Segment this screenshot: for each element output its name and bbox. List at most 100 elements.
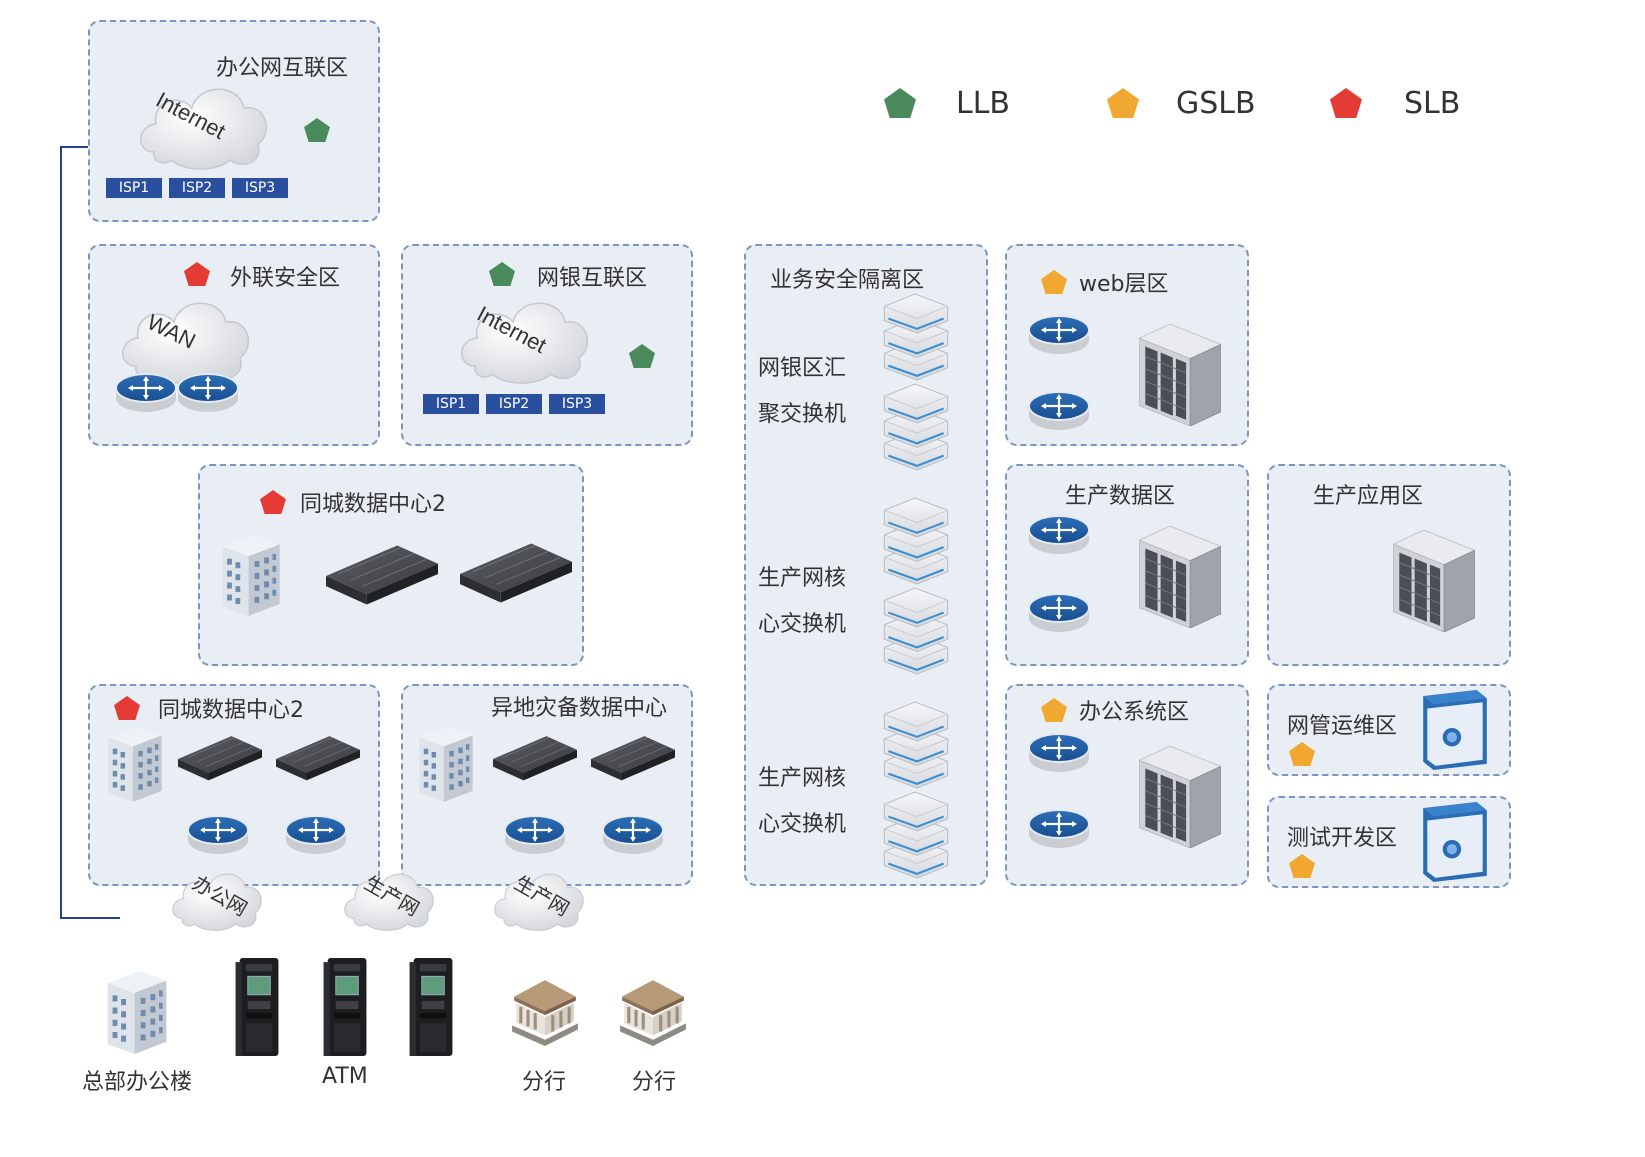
zone-title: 网管运维区 <box>1287 714 1398 739</box>
switch-group-label: 生产网核 <box>758 566 847 591</box>
switch-stack-icon <box>878 700 954 790</box>
switch-group-label: 生产网核 <box>758 766 847 791</box>
building-icon <box>419 726 473 802</box>
zone-title: 生产应用区 <box>1313 484 1424 509</box>
gslb-legend-icon <box>1107 88 1139 118</box>
atm-icon <box>323 958 367 1056</box>
switch-stack-icon <box>878 586 954 676</box>
isp-label: ISP3 <box>549 394 605 414</box>
zone-title: 办公系统区 <box>1079 700 1190 725</box>
server-appliance-icon <box>591 735 675 781</box>
zone-title: 异地灾备数据中心 <box>491 696 668 721</box>
slb-legend-icon <box>1330 88 1362 118</box>
branch-bank-icon <box>620 980 686 1046</box>
atm-icon <box>235 958 279 1056</box>
switch-stack-icon <box>878 496 954 586</box>
zone-business-isolation: 业务安全隔离区 网银区汇 聚交换机 生产网核 心交换机 生产网核 心交换机 <box>744 244 988 886</box>
router-icon <box>186 814 250 856</box>
llb-legend-icon <box>884 88 916 118</box>
router-icon <box>1027 314 1091 356</box>
router-icon <box>1027 808 1091 850</box>
zone-title: 同城数据中心2 <box>158 698 304 723</box>
zone-external-security: 外联安全区 WAN <box>88 244 380 446</box>
building-icon <box>108 726 162 802</box>
gslb-marker-icon <box>1289 742 1315 766</box>
llb-marker-icon <box>629 344 655 368</box>
llb-legend-label: LLB <box>956 86 1011 121</box>
zone-testdev: 测试开发区 <box>1267 796 1511 888</box>
hq-building-icon <box>107 970 167 1054</box>
switch-group-label: 聚交换机 <box>758 402 847 427</box>
zone-office-internet: 办公网互联区 Internet ISP1 ISP2 ISP3 <box>88 20 380 222</box>
zone-title: 办公网互联区 <box>216 56 349 81</box>
zone-dc-remote: 异地灾备数据中心 <box>401 684 693 886</box>
internet-cloud-icon: Internet <box>139 87 268 170</box>
switch-stack-icon <box>878 292 954 382</box>
router-icon <box>114 372 178 414</box>
rack-server-icon <box>1139 526 1221 628</box>
router-icon <box>1027 732 1091 774</box>
zone-web: web层区 <box>1005 244 1249 446</box>
branch-label: 分行 <box>522 1070 567 1095</box>
rack-server-icon <box>1139 324 1221 426</box>
gslb-marker-icon <box>1041 698 1067 722</box>
zone-title: 同城数据中心2 <box>300 492 446 517</box>
wan-cloud-icon: WAN <box>121 302 250 384</box>
slb-marker-icon <box>184 262 210 286</box>
web-window-icon <box>1423 690 1487 770</box>
switch-stack-icon <box>878 382 954 472</box>
zone-title: 业务安全隔离区 <box>770 268 925 293</box>
isp-label: ISP1 <box>423 394 479 414</box>
web-window-icon <box>1423 802 1487 882</box>
slb-legend-label: SLB <box>1404 86 1461 121</box>
router-icon <box>284 814 348 856</box>
zone-prod-data: 生产数据区 <box>1005 464 1249 666</box>
isp-label: ISP2 <box>169 178 225 198</box>
router-icon <box>601 814 665 856</box>
branch-label: 分行 <box>632 1070 677 1095</box>
router-icon <box>176 372 240 414</box>
router-icon <box>1027 514 1091 556</box>
zone-netbank-internet: 网银互联区 Internet ISP1 ISP2 ISP3 <box>401 244 693 446</box>
switch-group-label: 心交换机 <box>758 612 847 637</box>
switch-group-label: 网银区汇 <box>758 356 847 381</box>
router-icon <box>1027 390 1091 432</box>
zone-dc-city-a: 同城数据中心2 <box>198 464 584 666</box>
hq-label: 总部办公楼 <box>82 1070 193 1095</box>
server-appliance-icon <box>178 735 262 781</box>
gslb-marker-icon <box>1041 270 1067 294</box>
isp-label: ISP3 <box>232 178 288 198</box>
branch-bank-icon <box>512 980 578 1046</box>
zone-dc-city-b: 同城数据中心2 <box>88 684 380 886</box>
zone-title: 网银互联区 <box>537 266 648 291</box>
server-appliance-icon <box>493 735 577 781</box>
switch-stack-icon <box>878 790 954 880</box>
router-icon <box>1027 592 1091 634</box>
building-icon <box>222 534 280 616</box>
prod-net-cloud-icon: 生产网 <box>344 871 434 931</box>
router-icon <box>503 814 567 856</box>
zone-title: web层区 <box>1079 272 1169 297</box>
zone-netmgmt: 网管运维区 <box>1267 684 1511 776</box>
prod-net-cloud-icon: 生产网 <box>494 871 584 931</box>
server-appliance-icon <box>460 542 572 604</box>
rack-server-icon <box>1393 530 1475 632</box>
zone-title: 生产数据区 <box>1065 484 1176 509</box>
gslb-legend-label: GSLB <box>1176 86 1256 121</box>
slb-marker-icon <box>260 490 286 514</box>
rack-server-icon <box>1139 746 1221 848</box>
internet-cloud-icon: Internet <box>460 301 589 384</box>
connector-line <box>60 146 120 919</box>
gslb-marker-icon <box>1289 854 1315 878</box>
isp-label: ISP2 <box>486 394 542 414</box>
atm-label: ATM <box>322 1064 368 1089</box>
zone-title: 测试开发区 <box>1287 826 1398 851</box>
isp-label: ISP1 <box>106 178 162 198</box>
server-appliance-icon <box>326 544 438 606</box>
llb-marker-icon <box>304 118 330 142</box>
llb-marker-icon <box>489 262 515 286</box>
slb-marker-icon <box>114 696 140 720</box>
switch-group-label: 心交换机 <box>758 812 847 837</box>
office-net-cloud-icon: 办公网 <box>172 871 262 931</box>
zone-office-system: 办公系统区 <box>1005 684 1249 886</box>
